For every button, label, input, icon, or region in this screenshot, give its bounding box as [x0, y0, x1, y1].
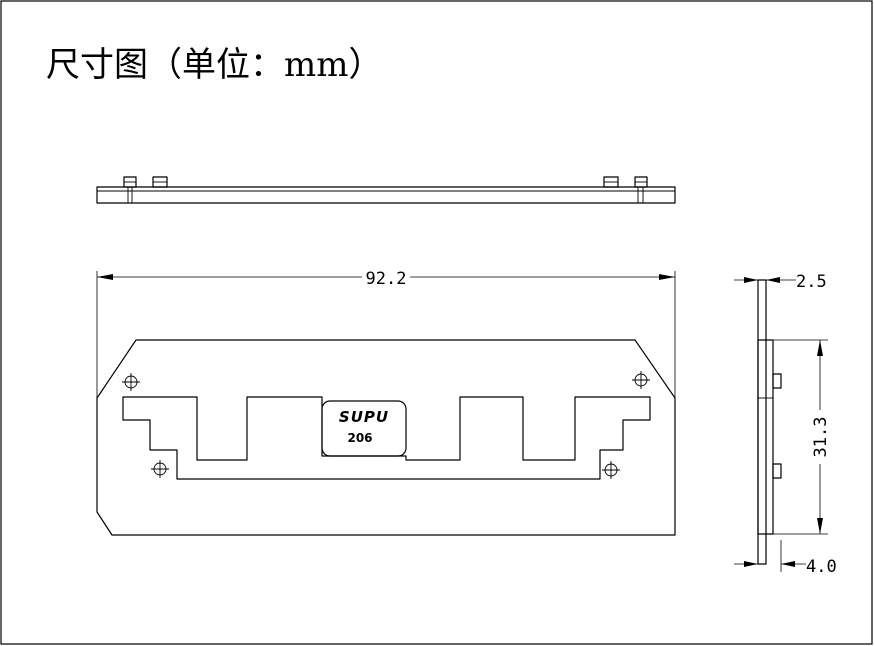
height-dimension: 31.3	[773, 339, 831, 535]
front-view-outline	[96, 339, 676, 536]
mounting-hole	[122, 373, 140, 391]
logo-model: 206	[347, 431, 372, 445]
length-dimension-label: 92.2	[366, 269, 407, 289]
side-view	[757, 279, 782, 565]
depth-dimension: 4.0	[734, 540, 837, 577]
depth-dimension-label: 4.0	[806, 557, 837, 577]
mounting-hole	[602, 461, 620, 479]
top-view-pin	[123, 176, 137, 203]
front-view-cutout	[122, 396, 651, 480]
top-view-pin	[152, 176, 168, 188]
thickness-dimension: 2.5	[734, 272, 827, 292]
logo-brand: SUPU	[339, 408, 389, 426]
mounting-hole	[151, 460, 169, 478]
top-view	[96, 176, 676, 204]
drawing-title: 尺寸图（单位：mm）	[46, 45, 382, 85]
side-view-pin	[772, 463, 782, 479]
top-view-pin	[603, 176, 619, 188]
front-view: SUPU 206	[96, 339, 676, 536]
side-view-pin	[772, 373, 782, 389]
mounting-hole	[632, 371, 650, 389]
logo-plate	[321, 400, 407, 457]
height-dimension-label: 31.3	[811, 417, 831, 458]
length-dimension: 92.2	[96, 269, 676, 398]
side-view-board	[757, 279, 767, 565]
top-view-pin	[634, 176, 648, 203]
thickness-dimension-label: 2.5	[796, 272, 827, 292]
